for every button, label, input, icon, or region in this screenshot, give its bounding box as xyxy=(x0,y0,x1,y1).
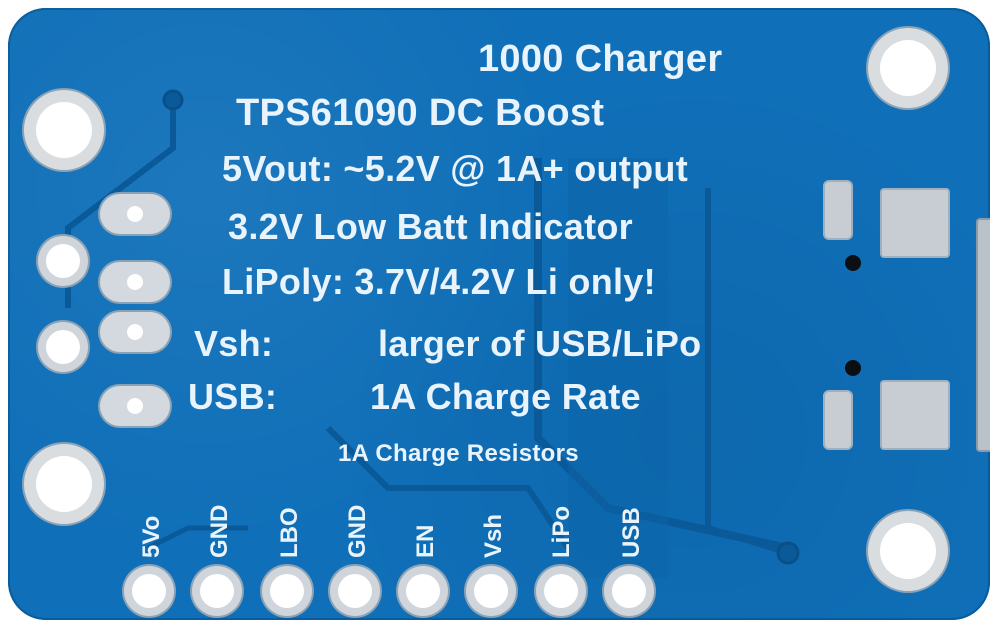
pcb-board: 1000 Charger TPS61090 DC Boost 5Vout: ~5… xyxy=(8,8,990,620)
header-pad-lipo xyxy=(544,574,578,608)
header-pad-gnd-2 xyxy=(338,574,372,608)
pin-label-5vo: 5Vo xyxy=(138,515,165,558)
usb-mount-pad-bottom xyxy=(880,380,950,450)
micro-usb-connector xyxy=(976,218,990,452)
pcb-traces xyxy=(65,89,861,578)
pin-label-lipo: LiPo xyxy=(548,506,575,558)
usb-value: 1A Charge Rate xyxy=(370,376,641,417)
vsh-value: larger of USB/LiPo xyxy=(378,323,702,364)
left-pad-2 xyxy=(46,330,80,364)
pin-label-usb: USB xyxy=(618,507,645,558)
header-pad-en xyxy=(406,574,440,608)
board-title: 1000 Charger xyxy=(478,38,723,80)
header-pad-usb xyxy=(612,574,646,608)
mounting-hole-top-right xyxy=(880,40,936,96)
pin-label-en: EN xyxy=(412,524,439,558)
output-spec: 5Vout: ~5.2V @ 1A+ output xyxy=(222,148,688,189)
mounting-hole-top-left xyxy=(36,102,92,158)
header-pad-vsh xyxy=(474,574,508,608)
lipoly-spec: LiPoly: 3.7V/4.2V Li only! xyxy=(222,261,656,302)
chip-label: TPS61090 DC Boost xyxy=(236,92,605,134)
vsh-label: Vsh: xyxy=(194,323,274,364)
pin-label-lbo: LBO xyxy=(276,507,303,558)
mounting-hole-bottom-left xyxy=(36,456,92,512)
oval-pad-1 xyxy=(100,194,170,234)
resistor-label: 1A Charge Resistors xyxy=(338,440,579,467)
usb-mount-pad-top xyxy=(880,188,950,258)
oval-pad-3 xyxy=(100,312,170,352)
low-batt-spec: 3.2V Low Batt Indicator xyxy=(228,206,633,247)
mounting-hole-bottom-right xyxy=(880,523,936,579)
pin-label-gnd-1: GND xyxy=(206,504,233,558)
smd-pad-1 xyxy=(823,180,853,240)
oval-pad-2 xyxy=(100,262,170,302)
header-pad-gnd-1 xyxy=(200,574,234,608)
usb-label: USB: xyxy=(188,376,278,417)
oval-pad-4 xyxy=(100,386,170,426)
left-pad-1 xyxy=(46,244,80,278)
header-pad-5vo xyxy=(132,574,166,608)
pin-label-gnd-2: GND xyxy=(344,504,371,558)
smd-pad-2 xyxy=(823,390,853,450)
pin-label-vsh: Vsh xyxy=(480,513,507,558)
header-pad-lbo xyxy=(270,574,304,608)
